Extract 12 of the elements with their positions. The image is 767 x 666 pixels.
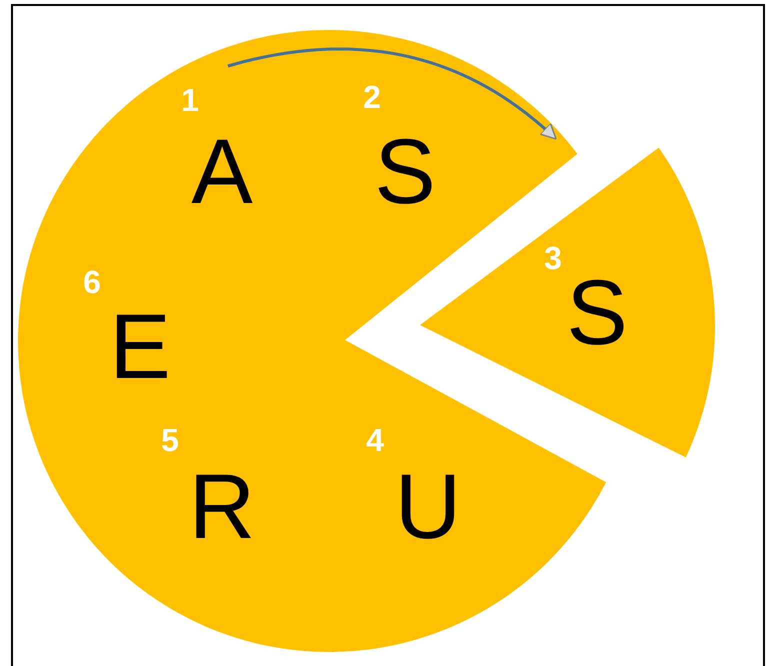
step-number: 1 xyxy=(181,84,199,116)
letter-label: R xyxy=(188,461,256,553)
letter-label: S xyxy=(566,267,628,359)
step-number: 5 xyxy=(161,424,179,456)
letter-label: U xyxy=(394,461,462,553)
step-number: 4 xyxy=(366,424,384,456)
step-number: 2 xyxy=(363,81,381,113)
letter-label: A xyxy=(191,126,253,218)
letter-label: S xyxy=(374,126,436,218)
step-number: 6 xyxy=(83,266,101,298)
step-number: 3 xyxy=(544,242,562,274)
letter-label: E xyxy=(109,301,171,393)
